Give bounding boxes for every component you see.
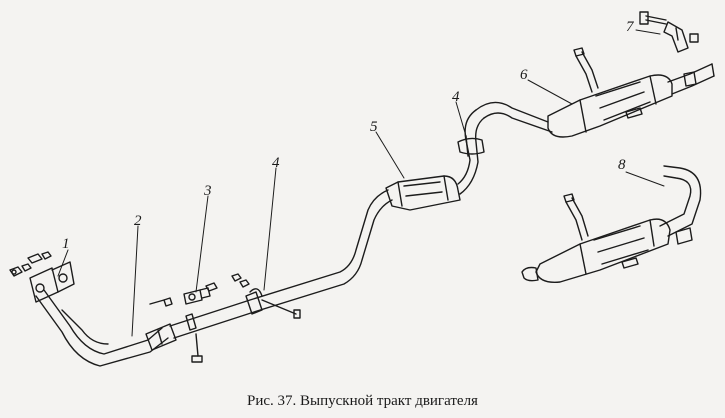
muffler-inlet-pipe <box>475 101 553 133</box>
alternative-muffler <box>521 165 702 283</box>
callout-3: 3 <box>204 183 212 199</box>
main-muffler <box>547 47 715 138</box>
callout-5: 5 <box>370 119 378 135</box>
front-exhaust-pipe <box>35 289 177 367</box>
callout-4-lower: 4 <box>272 155 280 171</box>
callout-7: 7 <box>626 19 634 35</box>
callout-8: 8 <box>618 157 626 173</box>
muffler-mount-bracket <box>639 11 699 53</box>
intermediate-pipe <box>149 189 393 363</box>
callout-4-upper: 4 <box>452 89 460 105</box>
callout-6: 6 <box>520 67 528 83</box>
resonator <box>385 109 485 211</box>
callout-2: 2 <box>134 213 142 229</box>
pipe-clamp-upper <box>457 135 485 157</box>
callout-1: 1 <box>62 236 70 252</box>
manifold-flange-gasket <box>9 251 75 303</box>
leader-lines <box>57 29 665 337</box>
figure-caption: Рис. 37. Выпускной тракт двигателя <box>247 393 478 409</box>
